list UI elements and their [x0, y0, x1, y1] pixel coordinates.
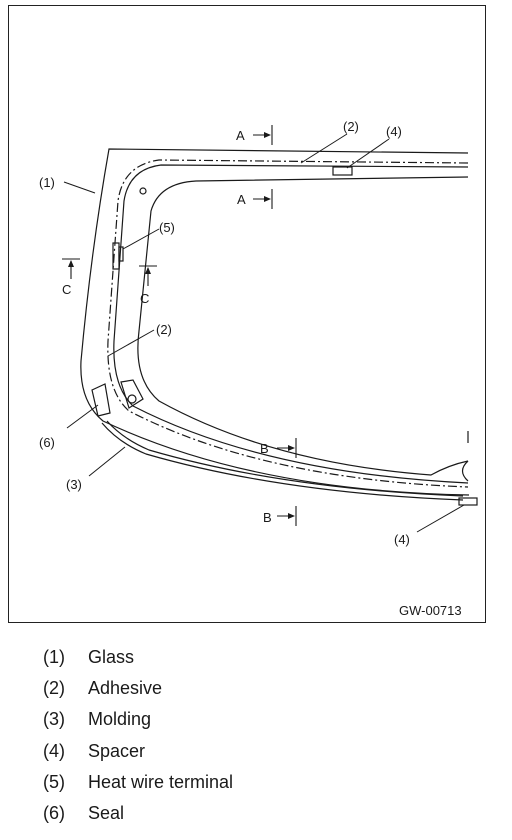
glass-outline: [80, 148, 470, 496]
legend-item: (3) Molding: [43, 704, 233, 735]
callout-spacer-bottom: (4): [394, 532, 410, 547]
legend-number: (4): [43, 740, 65, 761]
legend-item: (6) Seal: [43, 798, 233, 829]
leader-seal: [66, 404, 99, 429]
seal-pad-hole: [127, 394, 137, 404]
section-mark-c-left: C: [62, 282, 71, 297]
molding: [101, 422, 464, 501]
callout-glass: (1): [39, 175, 55, 190]
legend-item: (2) Adhesive: [43, 673, 233, 704]
seal-pad-lower: [120, 379, 144, 409]
arrowhead-a-lower: [264, 196, 271, 202]
frame-line-inner: [137, 176, 469, 476]
section-mark-c-right: C: [140, 291, 149, 306]
callout-heat-wire-terminal: (5): [159, 220, 175, 235]
leader-molding: [88, 446, 126, 477]
arrowhead-b-upper: [288, 445, 295, 451]
bottom-notch: [461, 460, 469, 482]
callout-molding: (3): [66, 477, 82, 492]
molding-inner: [106, 420, 464, 497]
arrowhead-c-left: [68, 260, 74, 267]
legend-label: Heat wire terminal: [88, 771, 234, 792]
spacer-top: [332, 166, 353, 176]
spacer-bottom: [458, 497, 478, 506]
callout-spacer-top: (4): [386, 124, 402, 139]
legend-label: Adhesive: [88, 678, 163, 699]
leader-glass: [63, 181, 96, 194]
legend-label: Glass: [88, 647, 135, 667]
adhesive-bead: [107, 159, 469, 488]
section-mark-a-lower: A: [237, 192, 246, 207]
seal-pad: [91, 383, 111, 417]
leader-spacer-top: [346, 138, 390, 169]
legend-item: (4) Spacer: [43, 736, 233, 767]
section-mark-a-upper: A: [236, 128, 245, 143]
leader-adhesive-top: [300, 133, 348, 164]
legend-label: Molding: [88, 709, 152, 730]
arrowhead-b-lower: [288, 513, 295, 519]
callout-seal: (6): [39, 435, 55, 450]
legend-number: (5): [43, 771, 65, 792]
legend-number: (2): [43, 678, 65, 699]
section-mark-b-lower: B: [263, 510, 272, 525]
arrowhead-a-upper: [264, 132, 271, 138]
window-glass-diagram: (1) (2) (4) (5) (2) (6) (3) (4) A A B B …: [39, 119, 478, 618]
legend-item: (1) Glass: [43, 642, 233, 673]
callout-adhesive-left: (2): [156, 322, 172, 337]
legend-number: (1): [43, 647, 65, 667]
legend-label: Seal: [88, 802, 125, 823]
arrowhead-c-right: [145, 267, 151, 274]
heat-wire-terminal-tab: [118, 246, 124, 262]
corner-hole: [139, 187, 147, 195]
legend-number: (3): [43, 709, 65, 730]
section-mark-b-upper: B: [260, 441, 269, 456]
legend-list: (1) Glass (2) Adhesive (3) Molding (4) Space…: [43, 642, 233, 829]
legend-label: Spacer: [88, 740, 146, 761]
legend-item: (5) Heat wire terminal: [43, 767, 233, 798]
figure-id-label: GW-00713: [399, 603, 462, 618]
diagram-figure: (1) (2) (4) (5) (2) (6) (3) (4) A A B B …: [8, 5, 486, 623]
leader-adhesive-left: [107, 329, 155, 357]
leader-terminal: [122, 228, 160, 250]
callout-adhesive-top: (2): [343, 119, 359, 134]
legend-number: (6): [43, 802, 65, 823]
leader-spacer-bottom: [416, 504, 465, 533]
